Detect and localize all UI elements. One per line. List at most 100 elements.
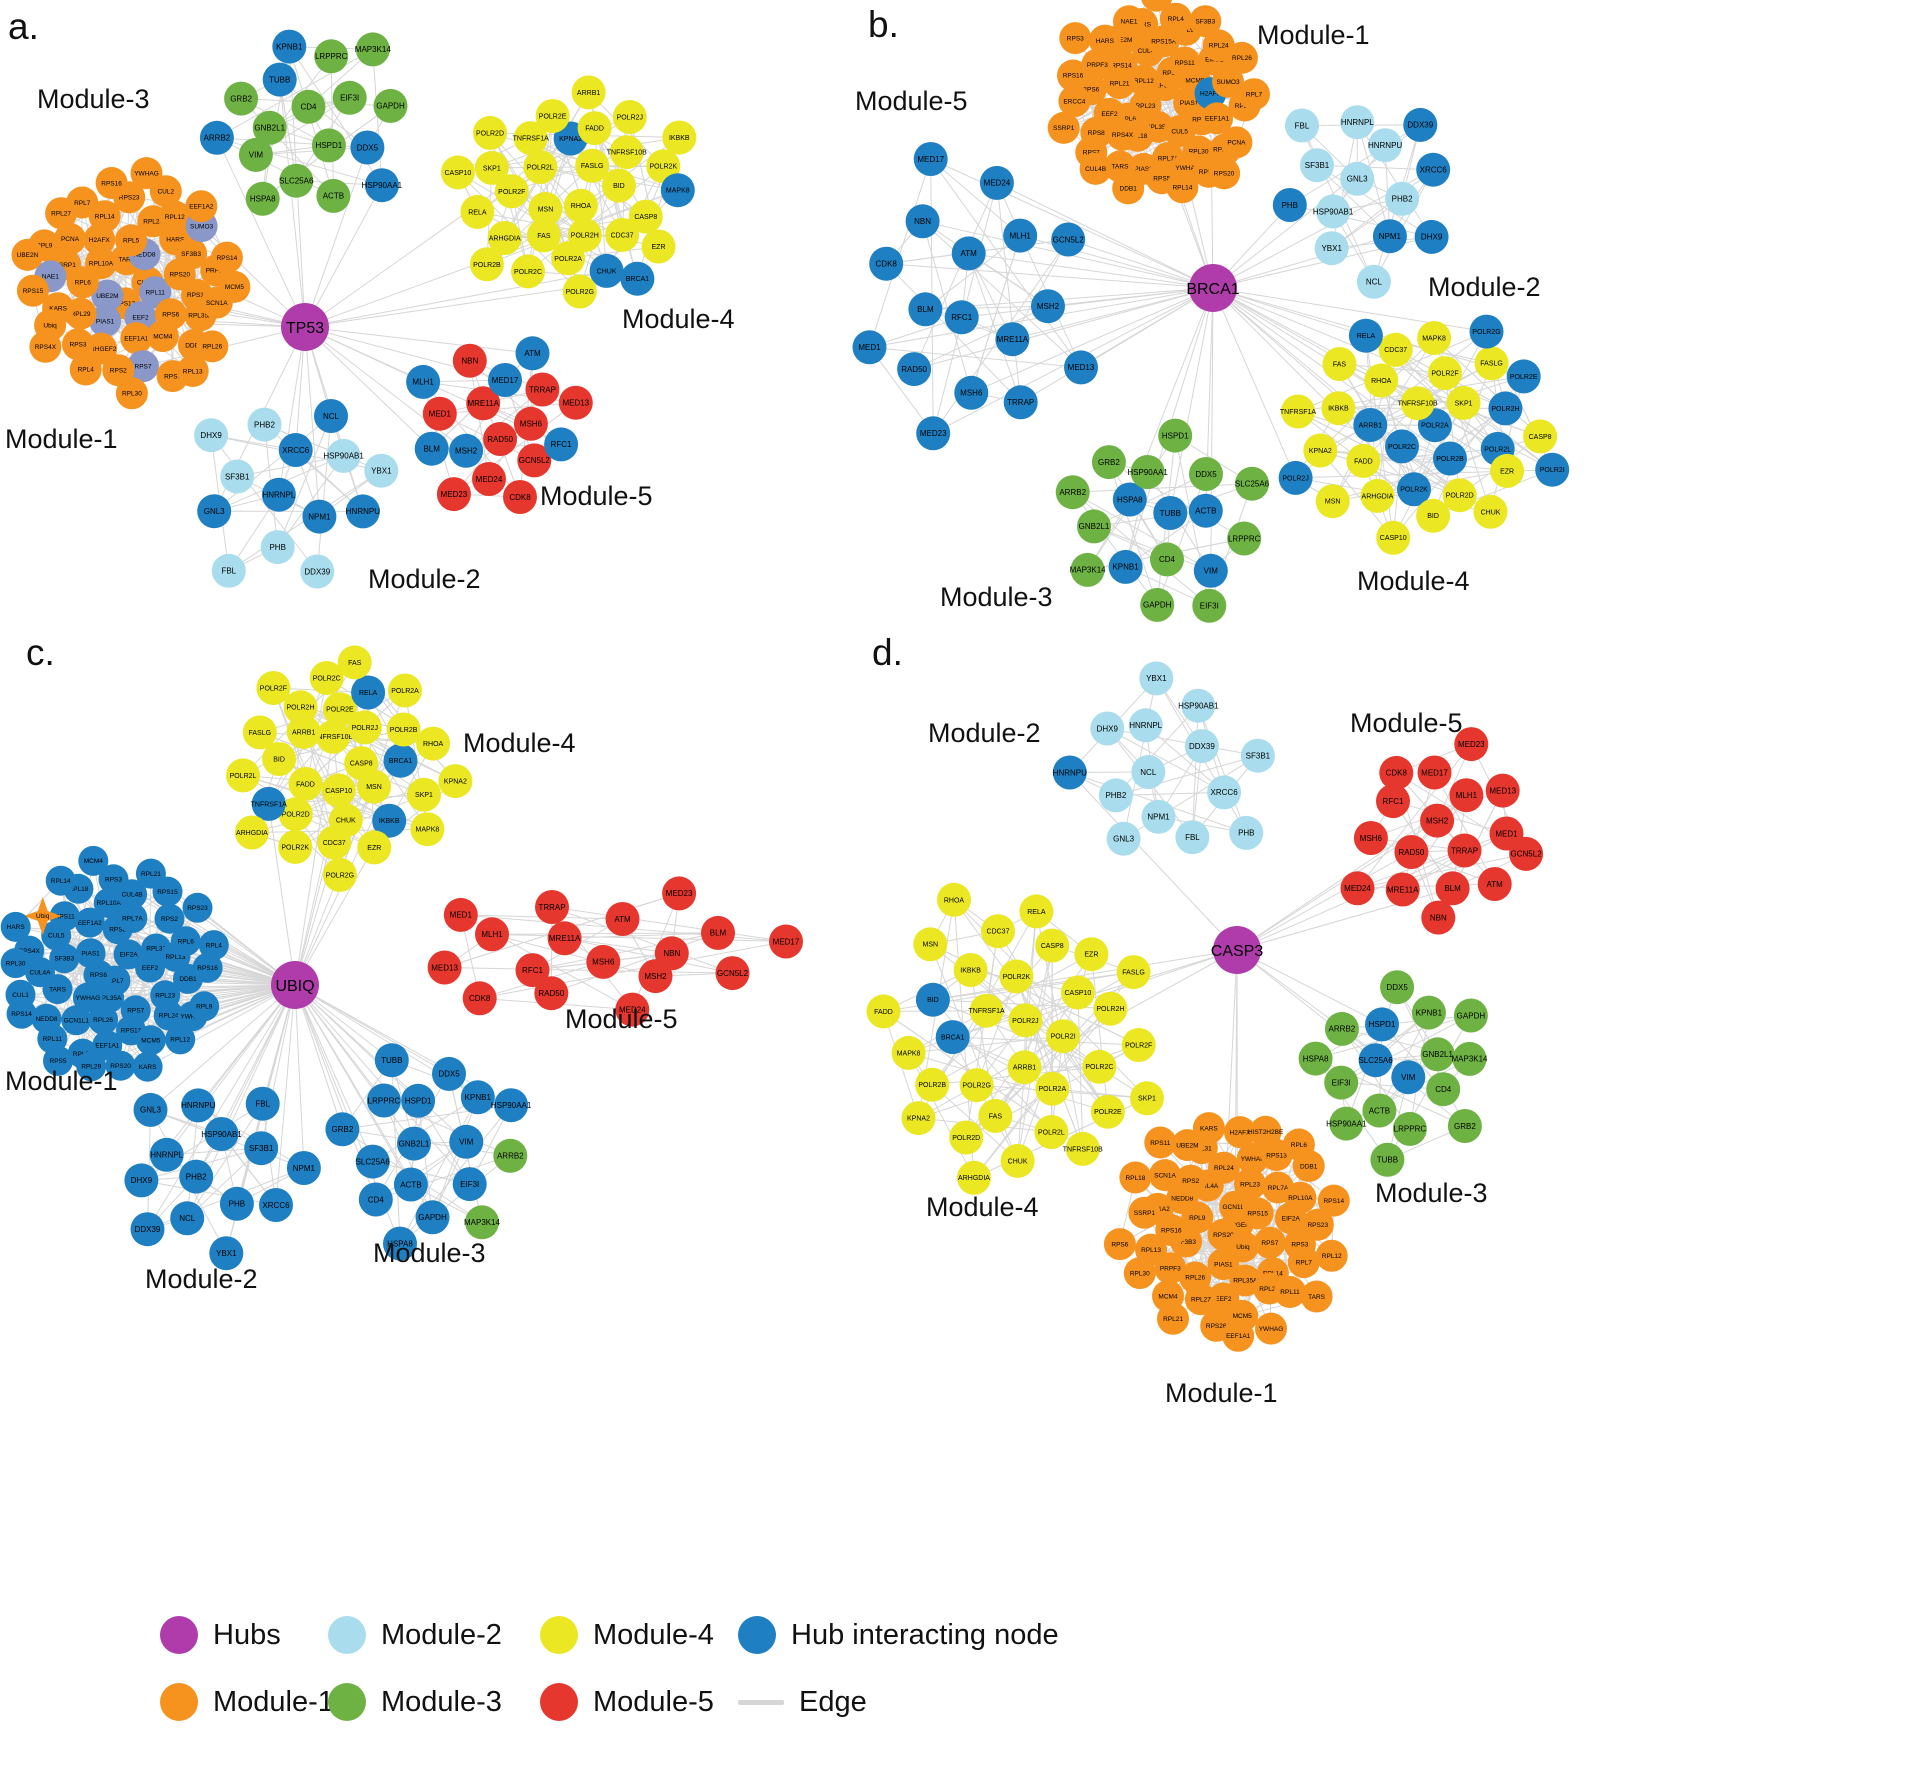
- gene-node-CD4[interactable]: [358, 1182, 393, 1217]
- gene-node-NPM1[interactable]: [302, 499, 337, 534]
- gene-node-POLR2L[interactable]: [1034, 1115, 1069, 1149]
- gene-node-MED1[interactable]: [422, 396, 457, 431]
- gene-node-TNFRSF1A[interactable]: [1281, 394, 1315, 429]
- gene-node-BID[interactable]: [1416, 498, 1451, 533]
- gene-node-HSP90AB1[interactable]: [326, 438, 361, 473]
- gene-node-HIST2H2BE[interactable]: [1249, 1115, 1282, 1148]
- gene-node-MED13[interactable]: [558, 385, 593, 420]
- gene-node-RPL12[interactable]: [165, 1024, 196, 1055]
- gene-node-XRCC6[interactable]: [1416, 152, 1451, 187]
- gene-node-RAD50[interactable]: [897, 352, 932, 387]
- gene-node-PHB[interactable]: [260, 530, 295, 565]
- gene-node-CDC37[interactable]: [605, 217, 640, 252]
- gene-node-POLR2D[interactable]: [278, 797, 313, 832]
- gene-node-CDC37[interactable]: [317, 825, 352, 860]
- gene-node-RPL7[interactable]: [1287, 1246, 1320, 1279]
- gene-node-DDX39[interactable]: [1403, 107, 1438, 142]
- gene-node-MED13[interactable]: [1064, 350, 1098, 385]
- gene-node-RPL5[interactable]: [115, 224, 148, 257]
- gene-node-TARS[interactable]: [1300, 1280, 1333, 1313]
- gene-node-MLH1[interactable]: [1449, 778, 1484, 813]
- gene-node-NCL[interactable]: [1131, 755, 1166, 789]
- gene-node-XRCC6[interactable]: [278, 433, 313, 467]
- gene-node-CDK8[interactable]: [462, 981, 497, 1016]
- gene-node-MED24[interactable]: [615, 992, 650, 1027]
- gene-node-DDX39[interactable]: [300, 554, 335, 589]
- gene-node-RPS4X[interactable]: [29, 330, 62, 363]
- gene-node-HSPA8[interactable]: [1298, 1041, 1333, 1076]
- gene-node-MAPK8[interactable]: [660, 173, 695, 208]
- gene-node-RPS14[interactable]: [6, 998, 37, 1029]
- gene-node-KPNB1[interactable]: [1108, 549, 1143, 584]
- gene-node-RPL30[interactable]: [1123, 1257, 1156, 1290]
- gene-node-HARS[interactable]: [0, 911, 31, 942]
- gene-node-POLR2F[interactable]: [1428, 356, 1462, 391]
- gene-node-TNFRSF1A[interactable]: [251, 786, 286, 821]
- gene-node-VIM[interactable]: [1193, 553, 1228, 588]
- gene-node-FAS[interactable]: [526, 218, 561, 253]
- gene-node-XRCC6[interactable]: [1207, 775, 1242, 810]
- gene-node-POLR2D[interactable]: [1442, 478, 1477, 513]
- gene-node-POLR2H[interactable]: [283, 690, 318, 725]
- gene-node-BRCA1[interactable]: [383, 743, 418, 778]
- gene-node-MAP3K14[interactable]: [1070, 552, 1105, 587]
- gene-node-SF3B1[interactable]: [1300, 148, 1334, 183]
- gene-node-MRE11A[interactable]: [547, 921, 582, 956]
- gene-node-CASP10[interactable]: [440, 155, 475, 190]
- gene-node-LRPPRC[interactable]: [314, 39, 349, 74]
- gene-node-CASP10[interactable]: [1376, 520, 1411, 555]
- gene-node-GRB2[interactable]: [1447, 1109, 1482, 1143]
- gene-node-ARRB2[interactable]: [199, 120, 234, 155]
- gene-node-RPS16[interactable]: [95, 167, 128, 199]
- gene-node-YBX1[interactable]: [364, 453, 399, 488]
- gene-node-YWHAG[interactable]: [72, 982, 103, 1013]
- gene-node-RPL14[interactable]: [1166, 171, 1199, 204]
- gene-node-RPS20[interactable]: [105, 1050, 136, 1081]
- gene-node-RPS2[interactable]: [154, 903, 185, 934]
- gene-node-MCM5[interactable]: [135, 1025, 166, 1056]
- gene-node-POLR2B[interactable]: [915, 1067, 950, 1102]
- gene-node-H2AFX[interactable]: [1224, 1116, 1256, 1149]
- gene-node-RPS2[interactable]: [1174, 1164, 1207, 1197]
- gene-node-BRCA1[interactable]: [620, 261, 655, 296]
- gene-node-HARS[interactable]: [1088, 24, 1121, 57]
- gene-node-PCNA[interactable]: [54, 222, 86, 255]
- gene-node-MLH1[interactable]: [1003, 218, 1038, 253]
- gene-node-GAPDH[interactable]: [1453, 998, 1488, 1033]
- gene-node-HNRNPU[interactable]: [1052, 755, 1087, 790]
- gene-node-POLR2A[interactable]: [388, 673, 422, 708]
- gene-node-RPL26[interactable]: [196, 330, 229, 363]
- gene-node-MRE11A[interactable]: [1385, 872, 1420, 907]
- gene-node-ACTB[interactable]: [1362, 1093, 1397, 1128]
- gene-node-TNFRSF10B[interactable]: [1400, 386, 1435, 421]
- gene-node-HNRNPL[interactable]: [149, 1137, 184, 1172]
- gene-node-DDX39[interactable]: [1184, 729, 1219, 764]
- gene-node-SKP1[interactable]: [1446, 385, 1481, 420]
- gene-node-LRPPRC[interactable]: [1227, 521, 1262, 556]
- gene-node-EEF1A2[interactable]: [74, 907, 105, 938]
- gene-node-MSH2[interactable]: [638, 959, 673, 994]
- gene-node-IKBKB[interactable]: [372, 803, 407, 838]
- gene-node-HSPD1[interactable]: [1365, 1007, 1399, 1042]
- gene-node-POLR2B[interactable]: [469, 247, 504, 282]
- gene-node-RHOA[interactable]: [416, 726, 451, 761]
- gene-node-FAS[interactable]: [1322, 347, 1357, 381]
- gene-node-MSH6[interactable]: [513, 406, 548, 441]
- gene-node-MAP3K14[interactable]: [1452, 1041, 1487, 1076]
- gene-node-BLM[interactable]: [908, 292, 943, 327]
- gene-node-POLR2G[interactable]: [322, 857, 357, 892]
- gene-node-RELA[interactable]: [351, 675, 386, 710]
- gene-node-RPL21[interactable]: [1157, 1302, 1189, 1335]
- gene-node-PRPF3[interactable]: [1081, 48, 1114, 81]
- gene-node-NCL[interactable]: [170, 1201, 205, 1236]
- gene-node-SF3B1[interactable]: [1240, 738, 1275, 773]
- gene-node-RPL29[interactable]: [76, 1051, 107, 1082]
- gene-node-MSH2[interactable]: [449, 433, 484, 468]
- gene-node-ARRB1[interactable]: [571, 75, 606, 110]
- gene-node-BID[interactable]: [601, 168, 636, 203]
- gene-node-RPL12[interactable]: [1315, 1239, 1348, 1272]
- gene-node-CDK8[interactable]: [1379, 755, 1414, 790]
- gene-node-RPL12[interactable]: [1127, 64, 1160, 97]
- gene-node-MED23[interactable]: [436, 477, 471, 512]
- gene-node-MSN[interactable]: [357, 769, 391, 804]
